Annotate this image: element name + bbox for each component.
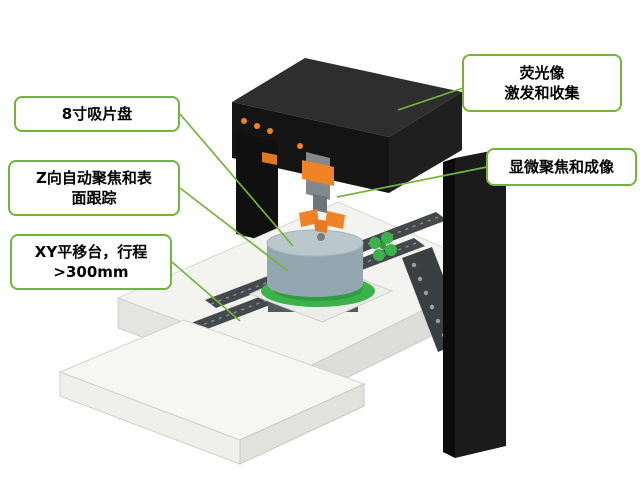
indicator-dot-icon (267, 128, 273, 134)
objective-barrel (313, 194, 327, 213)
indicator-dot-icon (297, 143, 303, 149)
clover-lobe (385, 244, 397, 256)
clover-lobe (381, 232, 393, 244)
wafer-chuck-side (267, 243, 363, 297)
clover-lobe (369, 237, 381, 249)
rail-carriage-marks (210, 215, 442, 305)
indicator-dot-icon (254, 123, 260, 129)
callout-chuck-tray: 8寸吸片盘 (14, 96, 180, 132)
wafer-chuck-top (266, 229, 364, 257)
indicator-dot-icon (241, 118, 247, 124)
leader-line-chuck (179, 113, 294, 247)
clover-center (379, 242, 387, 250)
orange-optics-block (302, 160, 334, 186)
callout-z-autofocus: Z向自动聚焦和表 面跟踪 (8, 160, 180, 216)
leader-lines (171, 87, 488, 322)
column-left-face (443, 158, 455, 458)
screw-dot (429, 304, 435, 310)
column-front-face (455, 148, 506, 458)
callout-fluorescence-label: 荧光像 激发和收集 (504, 63, 580, 102)
callout-chuck-tray-label: 8寸吸片盘 (61, 104, 133, 123)
lower-right-face (239, 383, 365, 465)
orange-fork-right (325, 211, 345, 229)
gantry-right-face (389, 92, 462, 193)
leader-line-fluorescence (397, 87, 464, 111)
clover-lobe (373, 249, 385, 261)
probe-tip (317, 233, 325, 241)
callout-xy-stage-label: XY平移台，行程 >300mm (34, 242, 148, 281)
leader-line-xystage (171, 261, 241, 322)
rail-carriage-marks (188, 241, 420, 331)
screw-dot (423, 290, 429, 296)
leader-line-zfocus (179, 187, 289, 272)
callout-fluorescence: 荧光像 激发和收集 (462, 54, 622, 112)
callout-microscope-focus-label: 显微聚焦和成像 (508, 157, 614, 176)
leader-line-microscope (336, 166, 488, 198)
support-column (443, 148, 506, 458)
screw-dot (411, 262, 417, 268)
green-clover-fixture (369, 232, 397, 261)
chuck-assembly (248, 229, 397, 323)
callout-xy-stage: XY平移台，行程 >300mm (10, 234, 172, 290)
orange-fork-left (299, 209, 319, 227)
callout-microscope-focus: 显微聚焦和成像 (486, 148, 637, 186)
callout-z-autofocus-label: Z向自动聚焦和表 面跟踪 (36, 168, 152, 207)
gantry-front-face (232, 102, 389, 193)
orange-fork-center (314, 219, 328, 233)
screw-dot (435, 318, 441, 324)
screw-dot (417, 276, 423, 282)
lower-stage-slab (58, 319, 366, 465)
optics-head (299, 152, 345, 241)
gantry-top-face (232, 58, 462, 137)
orange-bracket (262, 152, 277, 165)
